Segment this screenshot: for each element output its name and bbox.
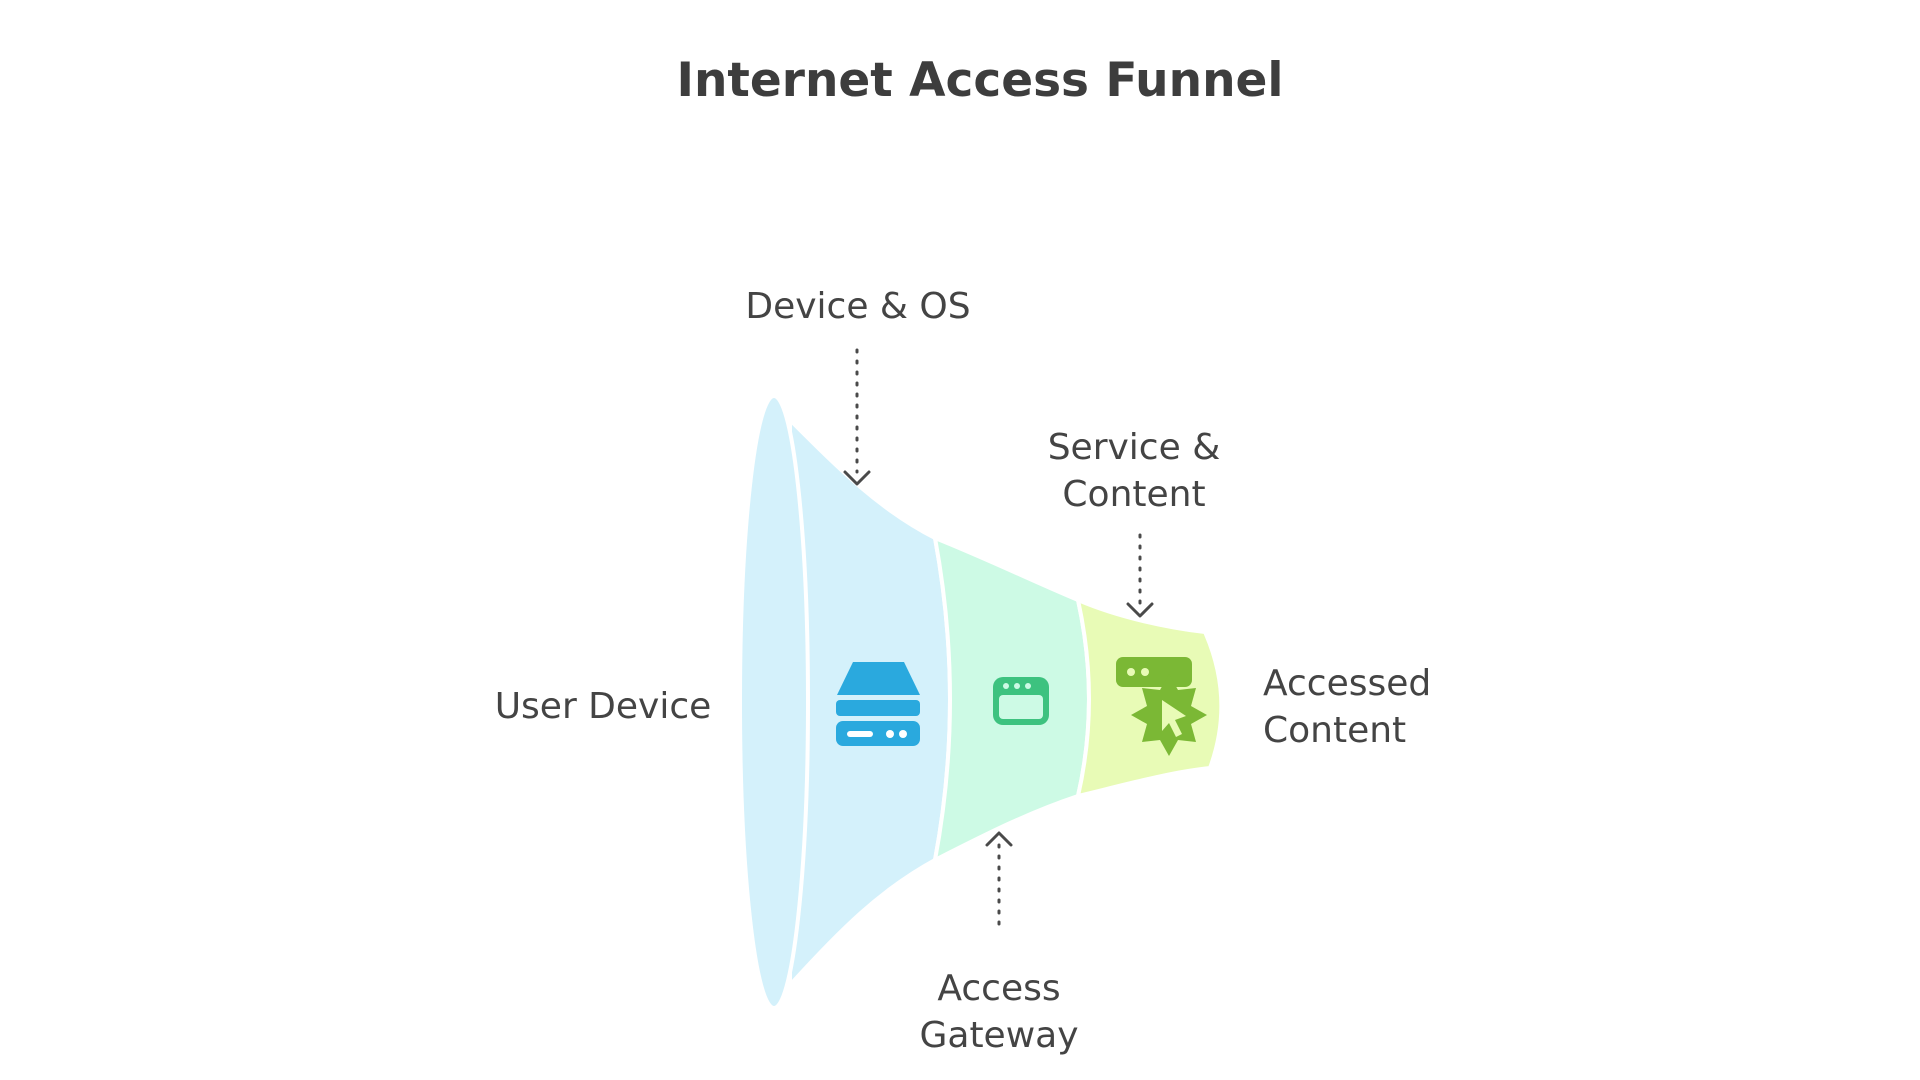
label-access-gateway-line2: Gateway (919, 1015, 1078, 1056)
access-gateway-arrow (985, 831, 1013, 934)
label-access-gateway-line1: Access (937, 968, 1060, 1009)
service-content-arrow (1126, 533, 1154, 618)
label-device-os: Device & OS (745, 286, 970, 327)
device-os-arrow (843, 348, 871, 486)
server-icon (836, 662, 920, 746)
browser-window-icon (993, 677, 1049, 725)
funnel-mouth (738, 394, 810, 1010)
click-chat-icon (1116, 657, 1207, 756)
label-accessed-content-line2: Content (1263, 710, 1406, 751)
diagram-title: Internet Access Funnel (676, 53, 1283, 108)
label-service-content-line2: Content (1062, 474, 1205, 515)
label-service-content-line1: Service & (1048, 427, 1221, 468)
label-accessed-content-line1: Accessed (1263, 663, 1431, 704)
label-user-device: User Device (495, 686, 712, 727)
